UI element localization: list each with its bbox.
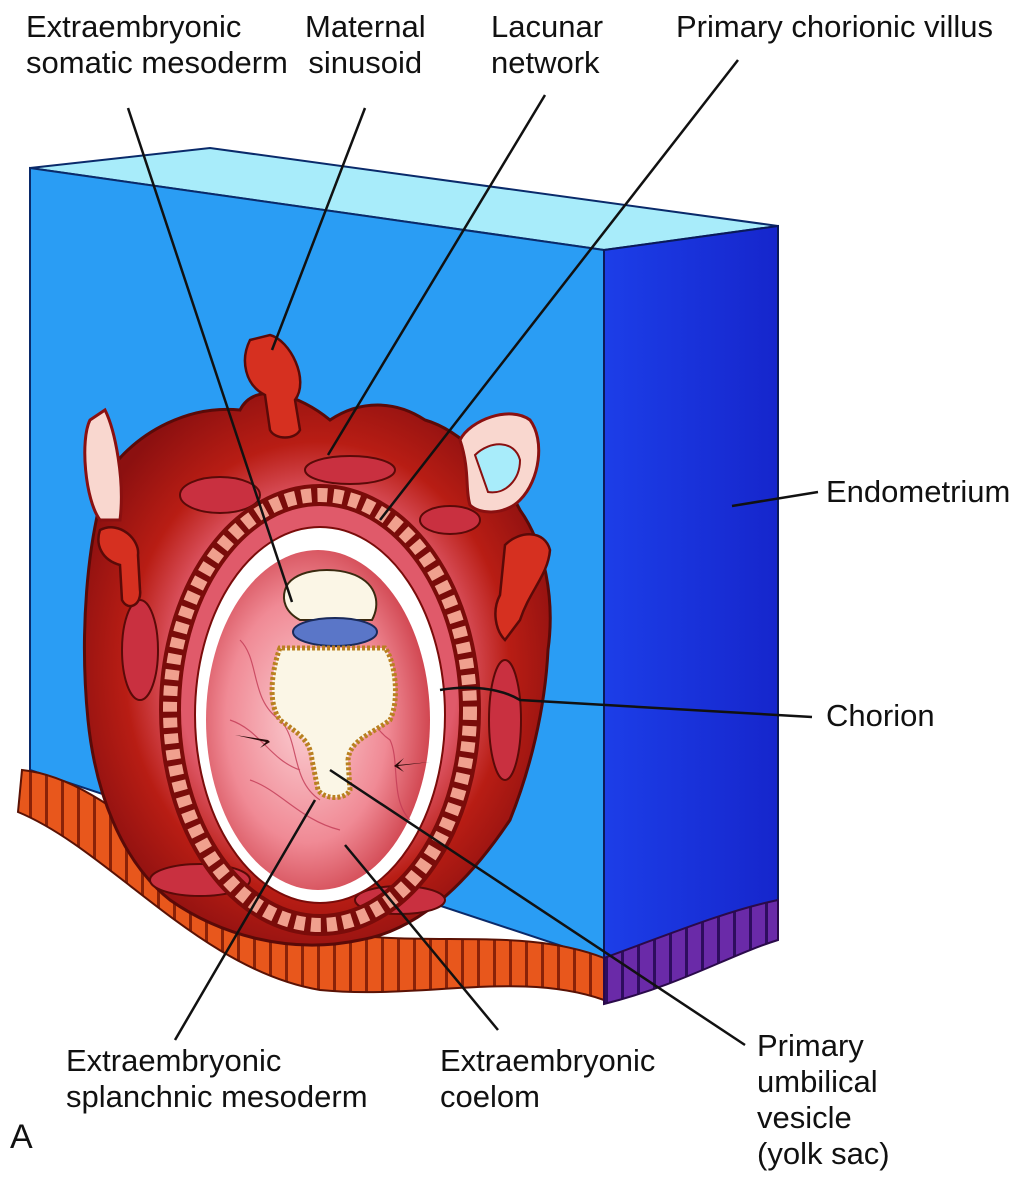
label-umbilical-vesicle: Primary umbilical vesicle (yolk sac) xyxy=(757,1028,890,1172)
embryonic-disc xyxy=(293,618,377,646)
lacuna xyxy=(489,660,521,780)
lacuna xyxy=(180,477,260,513)
label-splanchnic-mesoderm: Extraembryonic splanchnic mesoderm xyxy=(66,1043,368,1115)
label-lacunar-network: Lacunar network xyxy=(491,9,603,81)
endometrium-side-face xyxy=(604,226,778,960)
label-chorion: Chorion xyxy=(826,698,935,734)
label-endometrium: Endometrium xyxy=(826,474,1010,510)
lacuna xyxy=(420,506,480,534)
lacuna xyxy=(122,600,158,700)
label-somatic-mesoderm: Extraembryonic somatic mesoderm xyxy=(26,9,288,81)
label-primary-villus: Primary chorionic villus xyxy=(676,9,993,45)
lacuna xyxy=(305,456,395,484)
label-maternal-sinusoid: Maternal sinusoid xyxy=(305,9,426,81)
label-coelom: Extraembryonic coelom xyxy=(440,1043,655,1115)
figure-letter: A xyxy=(10,1118,33,1157)
